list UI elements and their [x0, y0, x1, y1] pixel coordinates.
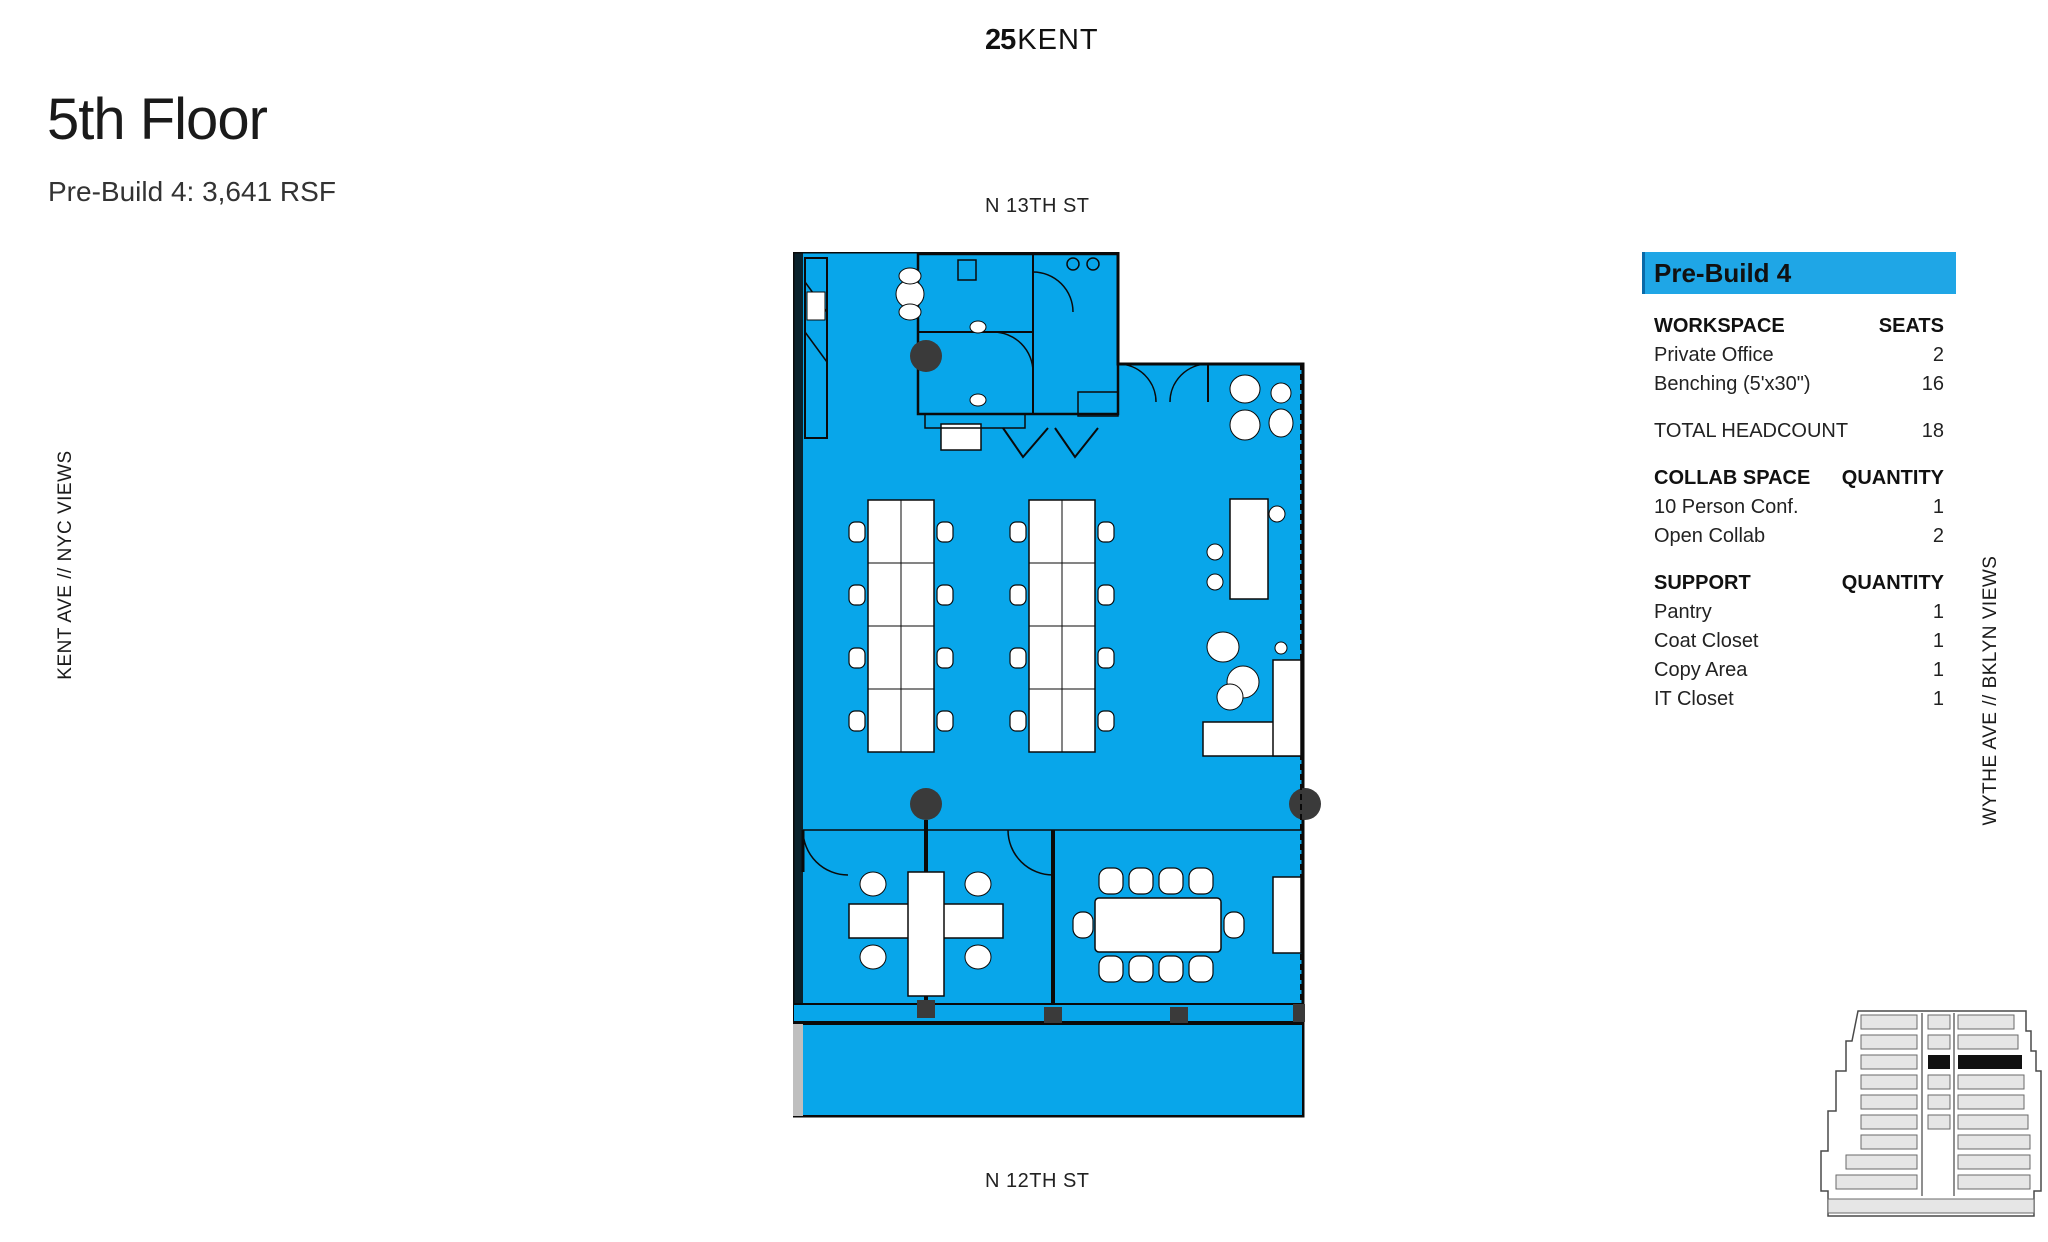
building-key-plan	[1820, 1010, 2042, 1217]
total-headcount: TOTAL HEADCOUNT 18	[1654, 417, 1944, 446]
item-value: 1	[1932, 601, 1944, 623]
list-item: Private Office 2	[1654, 341, 1944, 370]
list-item: Copy Area 1	[1654, 656, 1944, 685]
total-value: 18	[1921, 420, 1944, 442]
item-name: Open Collab	[1654, 525, 1766, 547]
workspace-col: SEATS	[1878, 315, 1944, 337]
workspace-label: WORKSPACE	[1654, 315, 1785, 337]
item-name: Pantry	[1654, 601, 1712, 623]
key-plan-highlight	[1928, 1055, 1950, 1069]
street-east-label: WYTHE AVE // BKLYN VIEWS	[1980, 555, 2001, 826]
list-item: 10 Person Conf. 1	[1654, 493, 1944, 522]
floor-plan	[793, 252, 1321, 1118]
collab-col: QUANTITY	[1841, 467, 1944, 489]
item-name: Coat Closet	[1654, 630, 1759, 652]
item-name: 10 Person Conf.	[1654, 496, 1799, 518]
core-column-strip	[804, 257, 828, 439]
item-value: 1	[1932, 659, 1944, 681]
item-value: 1	[1932, 630, 1944, 652]
bench-workstations-2	[1028, 499, 1096, 753]
headcount-section: TOTAL HEADCOUNT 18	[1642, 417, 1956, 446]
conference-room	[1072, 867, 1302, 983]
support-col: QUANTITY	[1841, 572, 1944, 594]
summary-heading: Pre-Build 4	[1642, 252, 1956, 294]
bench-workstations-1	[867, 499, 935, 753]
private-office-desks	[848, 871, 1004, 997]
page-title: 5th Floor	[47, 87, 268, 152]
item-name: Copy Area	[1654, 659, 1748, 681]
support-section: SUPPORT QUANTITY Pantry 1 Coat Closet 1 …	[1642, 569, 1956, 714]
item-value: 1	[1932, 496, 1944, 518]
list-item: Pantry 1	[1654, 598, 1944, 627]
column	[910, 340, 942, 372]
open-collab-table	[1229, 498, 1269, 600]
street-west-label: KENT AVE // NYC VIEWS	[55, 450, 76, 680]
logo-number: 25	[985, 24, 1016, 56]
terrace	[793, 1023, 1304, 1117]
column	[1289, 788, 1321, 820]
list-item: IT Closet 1	[1654, 685, 1944, 714]
column	[910, 788, 942, 820]
list-item: Benching (5'x30") 16	[1654, 370, 1944, 399]
total-label: TOTAL HEADCOUNT	[1654, 420, 1849, 442]
item-value: 2	[1932, 344, 1944, 366]
collab-header: COLLAB SPACE QUANTITY	[1654, 464, 1944, 493]
list-item: Coat Closet 1	[1654, 627, 1944, 656]
summary-panel: Pre-Build 4 WORKSPACE SEATS Private Offi…	[1642, 252, 1956, 714]
key-plan-highlight	[1958, 1055, 2022, 1069]
support-label: SUPPORT	[1654, 572, 1751, 594]
logo: 25KENT	[985, 24, 1099, 57]
street-south-label: N 12TH ST	[985, 1170, 1090, 1192]
west-wall	[793, 252, 803, 1012]
workspace-header: WORKSPACE SEATS	[1654, 312, 1944, 341]
item-value: 2	[1932, 525, 1944, 547]
list-item: Open Collab 2	[1654, 522, 1944, 551]
item-value: 16	[1921, 373, 1944, 395]
collab-label: COLLAB SPACE	[1654, 467, 1811, 489]
support-header: SUPPORT QUANTITY	[1654, 569, 1944, 598]
page-subtitle: Pre-Build 4: 3,641 RSF	[48, 176, 336, 207]
logo-brand: KENT	[1017, 24, 1099, 56]
collab-section: COLLAB SPACE QUANTITY 10 Person Conf. 1 …	[1642, 464, 1956, 551]
workspace-section: WORKSPACE SEATS Private Office 2 Benchin…	[1642, 312, 1956, 399]
street-north-label: N 13TH ST	[985, 195, 1090, 217]
item-name: Private Office	[1654, 344, 1774, 366]
item-value: 1	[1932, 688, 1944, 710]
item-name: IT Closet	[1654, 688, 1734, 710]
item-name: Benching (5'x30")	[1654, 373, 1811, 395]
